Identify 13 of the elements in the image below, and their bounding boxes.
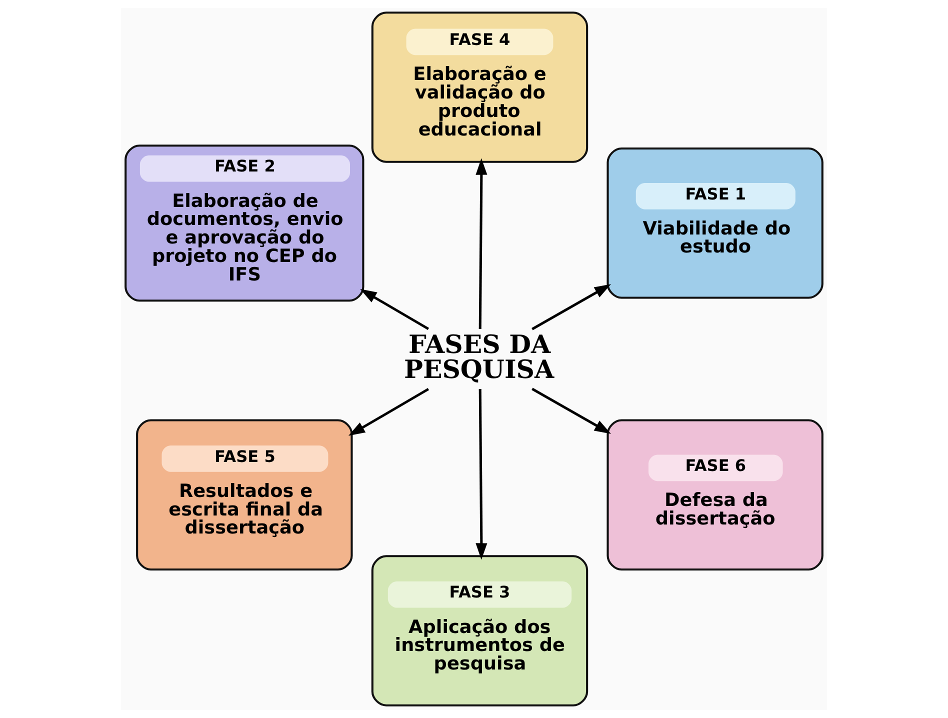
node-box: FASE 1 Viabilidade do estudo	[606, 147, 824, 299]
arrow	[476, 158, 488, 329]
node-box: FASE 4 Elaboração e validação do produto educacional	[371, 12, 588, 163]
node-text: FASES DA PESQUISA	[404, 328, 554, 384]
node-box: FASE 3 Aplicação dos instrumentos de pesquisa	[371, 555, 588, 706]
node-box: FASE 2 Elaboração de documentos, envio e aprovação do projeto no CEP do IFS	[124, 144, 364, 302]
arrow	[532, 388, 612, 434]
node-box: FASE 6 Defesa da dissertação	[606, 419, 824, 571]
arrow	[476, 389, 488, 560]
node-box: FASE 5 Resultados e escrita final da dissertação	[136, 419, 353, 571]
arrow	[348, 388, 430, 436]
arrow	[360, 289, 430, 330]
arrow	[532, 284, 612, 330]
